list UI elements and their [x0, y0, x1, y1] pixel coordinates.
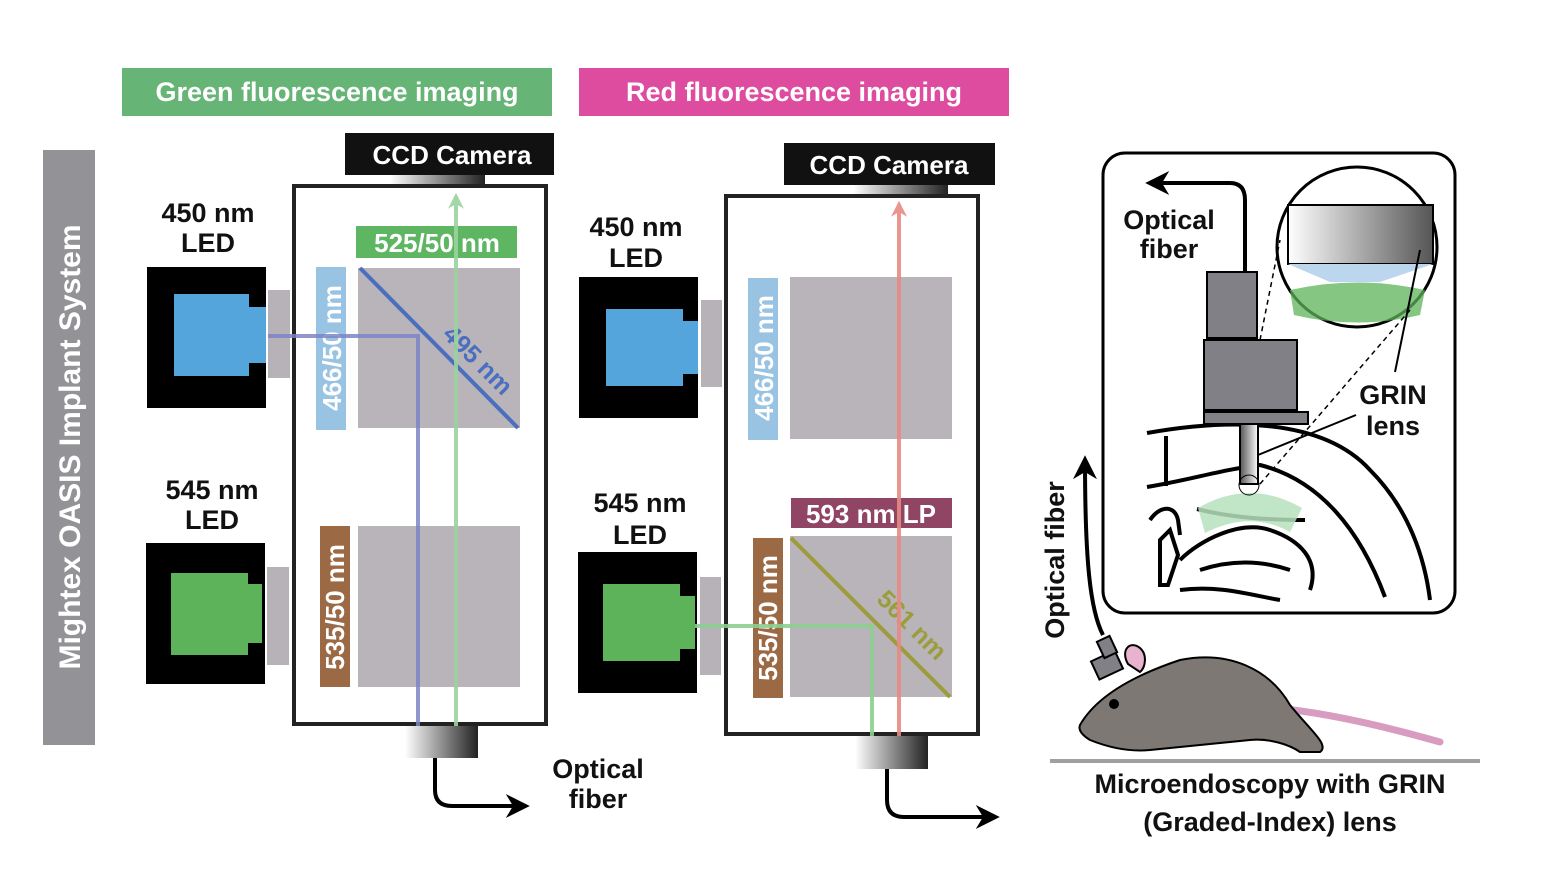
mouse-caption-line1: Microendoscopy with GRIN	[1094, 769, 1445, 799]
green-excitation-filter-466	[316, 267, 346, 430]
grin-pointer-line	[1257, 414, 1357, 456]
red-emission-filter-label: 593 nm LP	[806, 499, 936, 529]
green-led-450-icon	[147, 267, 290, 408]
red-header-title: Red fluorescence imaging	[626, 77, 962, 107]
green-excitation-beam	[268, 334, 426, 754]
red-camera-port	[853, 185, 948, 195]
red-excitation-filter-535	[753, 538, 783, 698]
implant-base-plate	[1203, 411, 1309, 425]
mouse-fiber-arrow	[1073, 455, 1105, 636]
red-excitation-beam	[695, 624, 880, 762]
green-led-top-wavelength: 450 nm	[161, 198, 254, 228]
red-led-bottom-label: LED	[613, 520, 667, 550]
green-panel: Green fluorescence imaging CCD Camera 45…	[122, 68, 644, 818]
mouse-fiber-label: Optical fiber	[1040, 481, 1070, 639]
red-dichroic-mirror	[789, 536, 952, 699]
green-led-545-icon	[146, 543, 289, 684]
mouse-ear	[1124, 644, 1146, 674]
red-filter-cube-box	[724, 194, 980, 736]
red-top-cube	[790, 277, 952, 439]
green-dichroic-mirror	[358, 266, 520, 430]
green-bottom-cube	[358, 526, 520, 687]
green-excitation-filter-535-label: 535/50 nm	[320, 544, 350, 670]
grin-label-line2: lens	[1366, 411, 1420, 441]
red-led-545-icon	[578, 552, 721, 693]
green-fiber-arrow	[433, 758, 530, 818]
red-led-450-icon	[579, 277, 722, 418]
red-excitation-filter-535-label: 535/50 nm	[753, 555, 783, 681]
side-label-text: Mightex OASIS Implant System	[54, 224, 87, 669]
green-led-bottom-wavelength: 545 nm	[165, 475, 258, 505]
grin-pointer-line-2	[1394, 249, 1421, 373]
green-ccd-camera	[345, 133, 554, 175]
red-led-top-label: LED	[609, 243, 663, 273]
mouse-eye	[1109, 699, 1119, 709]
red-ccd-camera	[784, 143, 995, 185]
green-camera-port	[390, 175, 485, 185]
green-emission-filter	[356, 226, 517, 258]
implant-upper-body	[1206, 271, 1258, 339]
mouse-body	[1078, 656, 1324, 753]
green-led-bottom-label: LED	[185, 505, 239, 535]
red-led-top-wavelength: 450 nm	[589, 212, 682, 242]
grin-label-line1: GRIN	[1359, 380, 1427, 410]
mouse-head-implant	[1089, 634, 1125, 681]
red-emission-filter	[791, 498, 952, 528]
red-panel: Red fluorescence imaging CCD Camera 450 …	[578, 68, 1009, 829]
green-ccd-camera-label: CCD Camera	[373, 140, 532, 170]
grin-inset: Optical fiber GRIN lens	[1101, 151, 1457, 615]
green-fiber-port	[405, 726, 478, 758]
red-fiber-arrow	[885, 769, 1000, 829]
red-ccd-camera-label: CCD Camera	[810, 150, 969, 180]
inset-fiber-label-line1: Optical	[1123, 205, 1215, 235]
magnified-view	[1275, 165, 1439, 329]
green-fiber-label-line2: fiber	[569, 784, 628, 814]
red-excitation-filter-466-label: 466/50 nm	[749, 295, 779, 421]
red-led-bottom-wavelength: 545 nm	[593, 488, 686, 518]
red-header-bg	[579, 68, 1009, 116]
mouse-illustration: Optical fiber Microendoscopy with GRIN (…	[1040, 455, 1480, 837]
implant-lower-body	[1203, 339, 1298, 411]
zoom-line-right	[1259, 309, 1411, 485]
green-fiber-label-line1: Optical	[552, 754, 644, 784]
inset-fiber-label-line2: fiber	[1140, 234, 1199, 264]
imaging-region	[1198, 493, 1302, 533]
green-excitation-filter-535	[320, 526, 350, 687]
green-emission-filter-label: 525/50 nm	[374, 228, 500, 258]
red-excitation-filter-466	[748, 278, 778, 440]
lens-tip-circle	[1238, 474, 1260, 496]
red-fiber-port	[855, 736, 928, 769]
green-excitation-filter-466-label: 466/50 nm	[317, 285, 347, 411]
green-header-bg	[122, 68, 552, 116]
zoom-line-left	[1259, 239, 1281, 341]
green-led-top-label: LED	[181, 228, 235, 258]
inset-fiber-arrow	[1145, 171, 1247, 272]
green-header-title: Green fluorescence imaging	[155, 77, 518, 107]
side-label: Mightex OASIS Implant System	[43, 150, 95, 745]
mouse-caption-line2: (Graded-Index) lens	[1143, 807, 1397, 837]
